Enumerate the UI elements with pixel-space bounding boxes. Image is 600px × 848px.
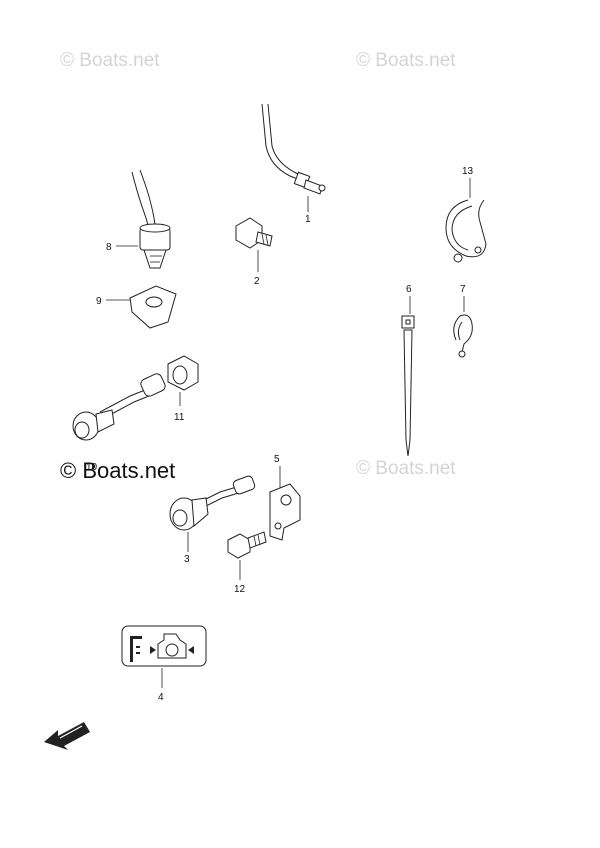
callout-4: 4 xyxy=(158,692,164,703)
callout-13: 13 xyxy=(462,166,474,177)
callout-6: 6 xyxy=(406,284,412,295)
callout-2: 2 xyxy=(254,276,260,287)
callout-3: 3 xyxy=(184,554,190,565)
part-13-clip[interactable] xyxy=(445,199,487,263)
part-4-decal[interactable] xyxy=(121,625,207,667)
callout-12: 12 xyxy=(234,584,246,595)
part-3-sender[interactable] xyxy=(169,475,256,531)
part-7-wire-clip[interactable] xyxy=(453,314,473,358)
watermark-top-left: © Boats.net xyxy=(60,50,160,71)
callout-1: 1 xyxy=(305,214,311,225)
part-8-thermo-switch[interactable] xyxy=(131,169,171,269)
part-9-gasket[interactable] xyxy=(129,285,177,329)
callout-9: 9 xyxy=(96,296,102,307)
watermark-mid-left: © Boats.net xyxy=(60,458,175,483)
callout-7: 7 xyxy=(460,284,466,295)
callout-8: 8 xyxy=(106,242,112,253)
part-6-cable-tie[interactable] xyxy=(401,315,415,457)
part-1-temp-sensor[interactable] xyxy=(261,103,326,195)
part-11-nut[interactable] xyxy=(167,355,199,391)
callout-5: 5 xyxy=(274,454,280,465)
part-10-grommet[interactable] xyxy=(72,372,167,441)
fwd-arrow-icon xyxy=(44,722,90,750)
thermometer-icon xyxy=(130,636,142,662)
part-5-bracket[interactable] xyxy=(269,483,301,541)
watermark-mid-right: © Boats.net xyxy=(356,458,456,479)
watermark-top-right: © Boats.net xyxy=(356,50,456,71)
part-2-pressure-switch[interactable] xyxy=(235,217,273,249)
callout-11: 11 xyxy=(174,412,185,423)
part-12-bolt[interactable] xyxy=(227,531,267,559)
callout-10: 10 xyxy=(86,462,98,473)
